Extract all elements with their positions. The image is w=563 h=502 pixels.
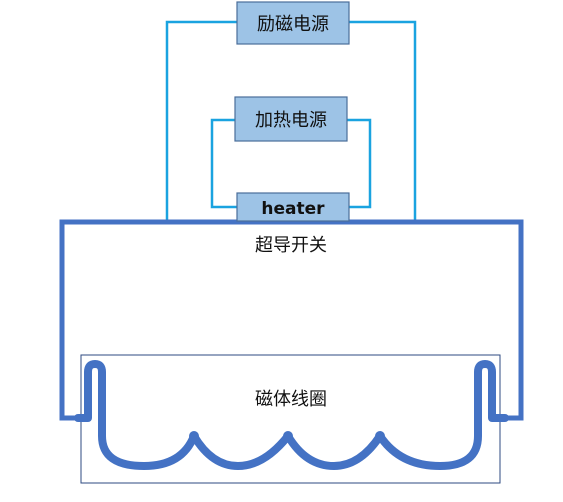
heating-supply-label: 加热电源 bbox=[255, 110, 327, 131]
magnet-coil-winding bbox=[74, 360, 509, 470]
excitation-supply-label: 励磁电源 bbox=[257, 14, 329, 35]
excitation-supply-box bbox=[236, 1, 350, 45]
coil-bump bbox=[283, 431, 293, 441]
heater-box bbox=[236, 192, 350, 222]
heater-label: heater bbox=[261, 199, 325, 219]
coil-bump bbox=[189, 431, 199, 441]
excitation-wire bbox=[349, 20, 417, 220]
excitation-wire bbox=[165, 20, 237, 220]
heating-supply-box bbox=[234, 96, 348, 142]
superconducting-loop bbox=[59, 219, 524, 421]
heating-wire bbox=[210, 118, 237, 209]
heating-wire bbox=[347, 118, 372, 209]
magnet-coil-label: 磁体线圈 bbox=[255, 389, 327, 410]
superconducting-switch-label: 超导开关 bbox=[255, 235, 327, 256]
coil-bump bbox=[375, 431, 385, 441]
